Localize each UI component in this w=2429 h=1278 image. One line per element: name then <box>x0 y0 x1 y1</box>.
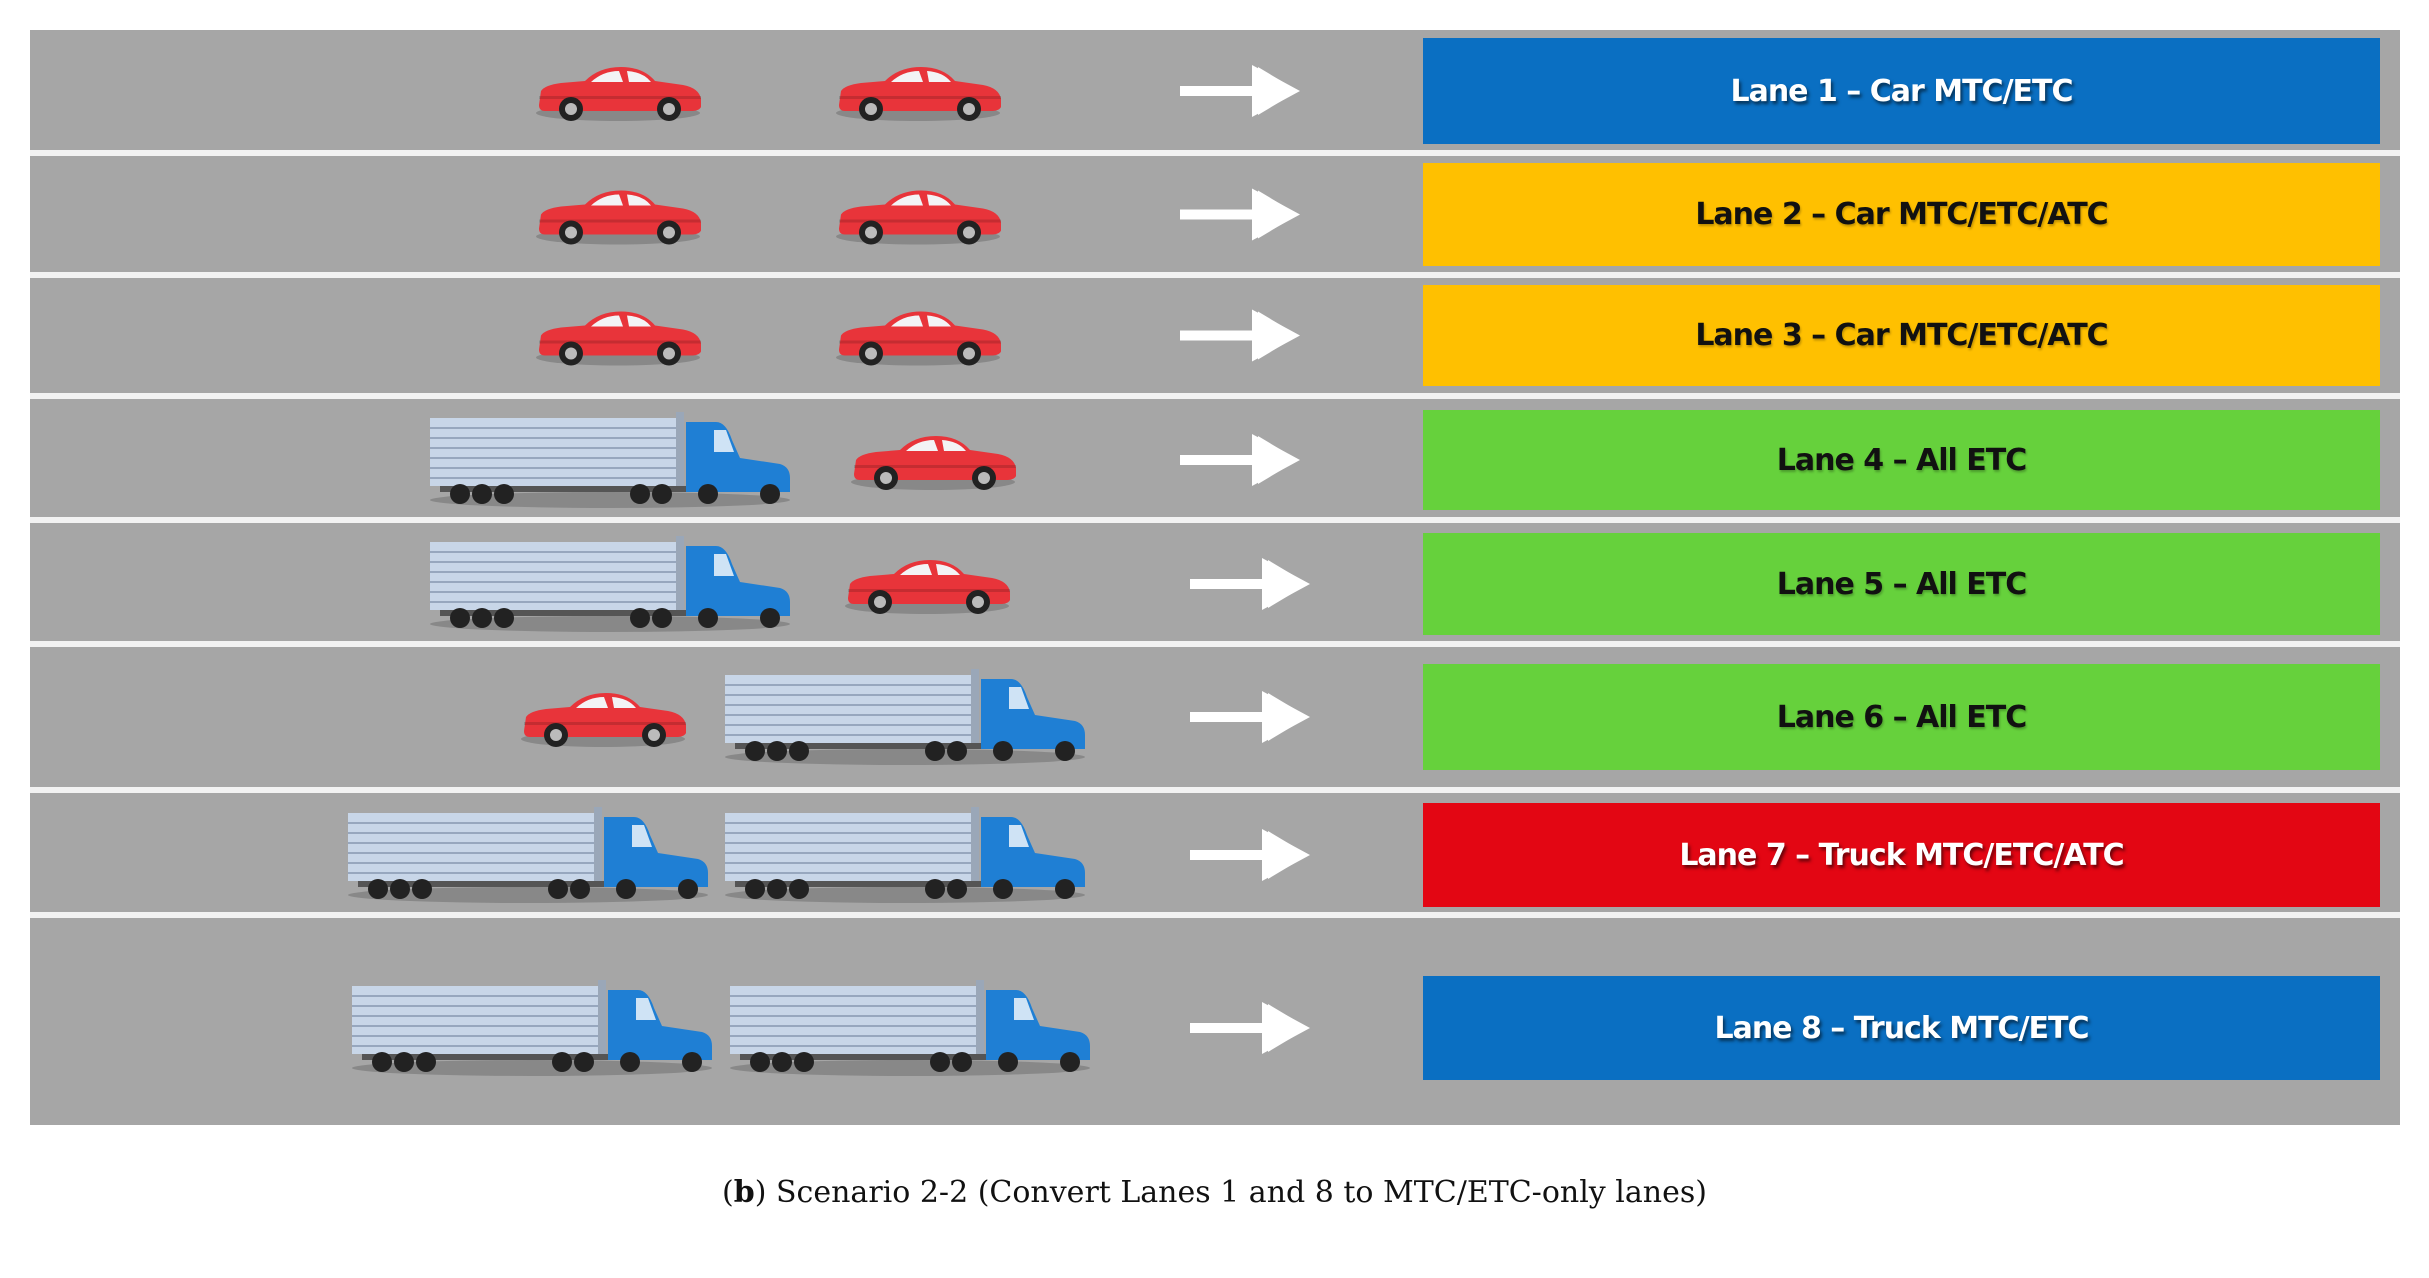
lane-1-label: Lane 1 – Car MTC/ETC <box>1423 38 2380 144</box>
right-arrow-icon <box>1190 829 1310 881</box>
lane-divider <box>30 393 2400 399</box>
lane-2-label: Lane 2 – Car MTC/ETC/ATC <box>1423 163 2380 266</box>
right-arrow-icon <box>1190 691 1310 743</box>
lane-divider <box>30 517 2400 523</box>
lane-3-label: Lane 3 – Car MTC/ETC/ATC <box>1423 285 2380 386</box>
right-arrow-icon <box>1180 65 1300 117</box>
caption-text: Scenario 2-2 (Convert Lanes 1 and 8 to M… <box>776 1175 1707 1210</box>
lane-6-label: Lane 6 – All ETC <box>1423 664 2380 770</box>
lane-7-label: Lane 7 – Truck MTC/ETC/ATC <box>1423 803 2380 907</box>
right-arrow-icon <box>1180 188 1300 241</box>
lane-divider <box>30 150 2400 156</box>
caption-letter: b <box>733 1175 755 1210</box>
lane-divider <box>30 912 2400 918</box>
right-arrow-icon <box>1180 434 1300 486</box>
figure-caption: (b) Scenario 2-2 (Convert Lanes 1 and 8 … <box>722 1175 1707 1210</box>
lane-divider <box>30 787 2400 793</box>
lane-5-label: Lane 5 – All ETC <box>1423 533 2380 635</box>
lane-8-label: Lane 8 – Truck MTC/ETC <box>1423 976 2380 1080</box>
right-arrow-icon <box>1190 558 1310 610</box>
right-arrow-icon <box>1190 1002 1310 1054</box>
lane-4-label: Lane 4 – All ETC <box>1423 410 2380 510</box>
right-arrow-icon <box>1180 309 1300 362</box>
lane-divider <box>30 641 2400 647</box>
lane-divider <box>30 272 2400 278</box>
